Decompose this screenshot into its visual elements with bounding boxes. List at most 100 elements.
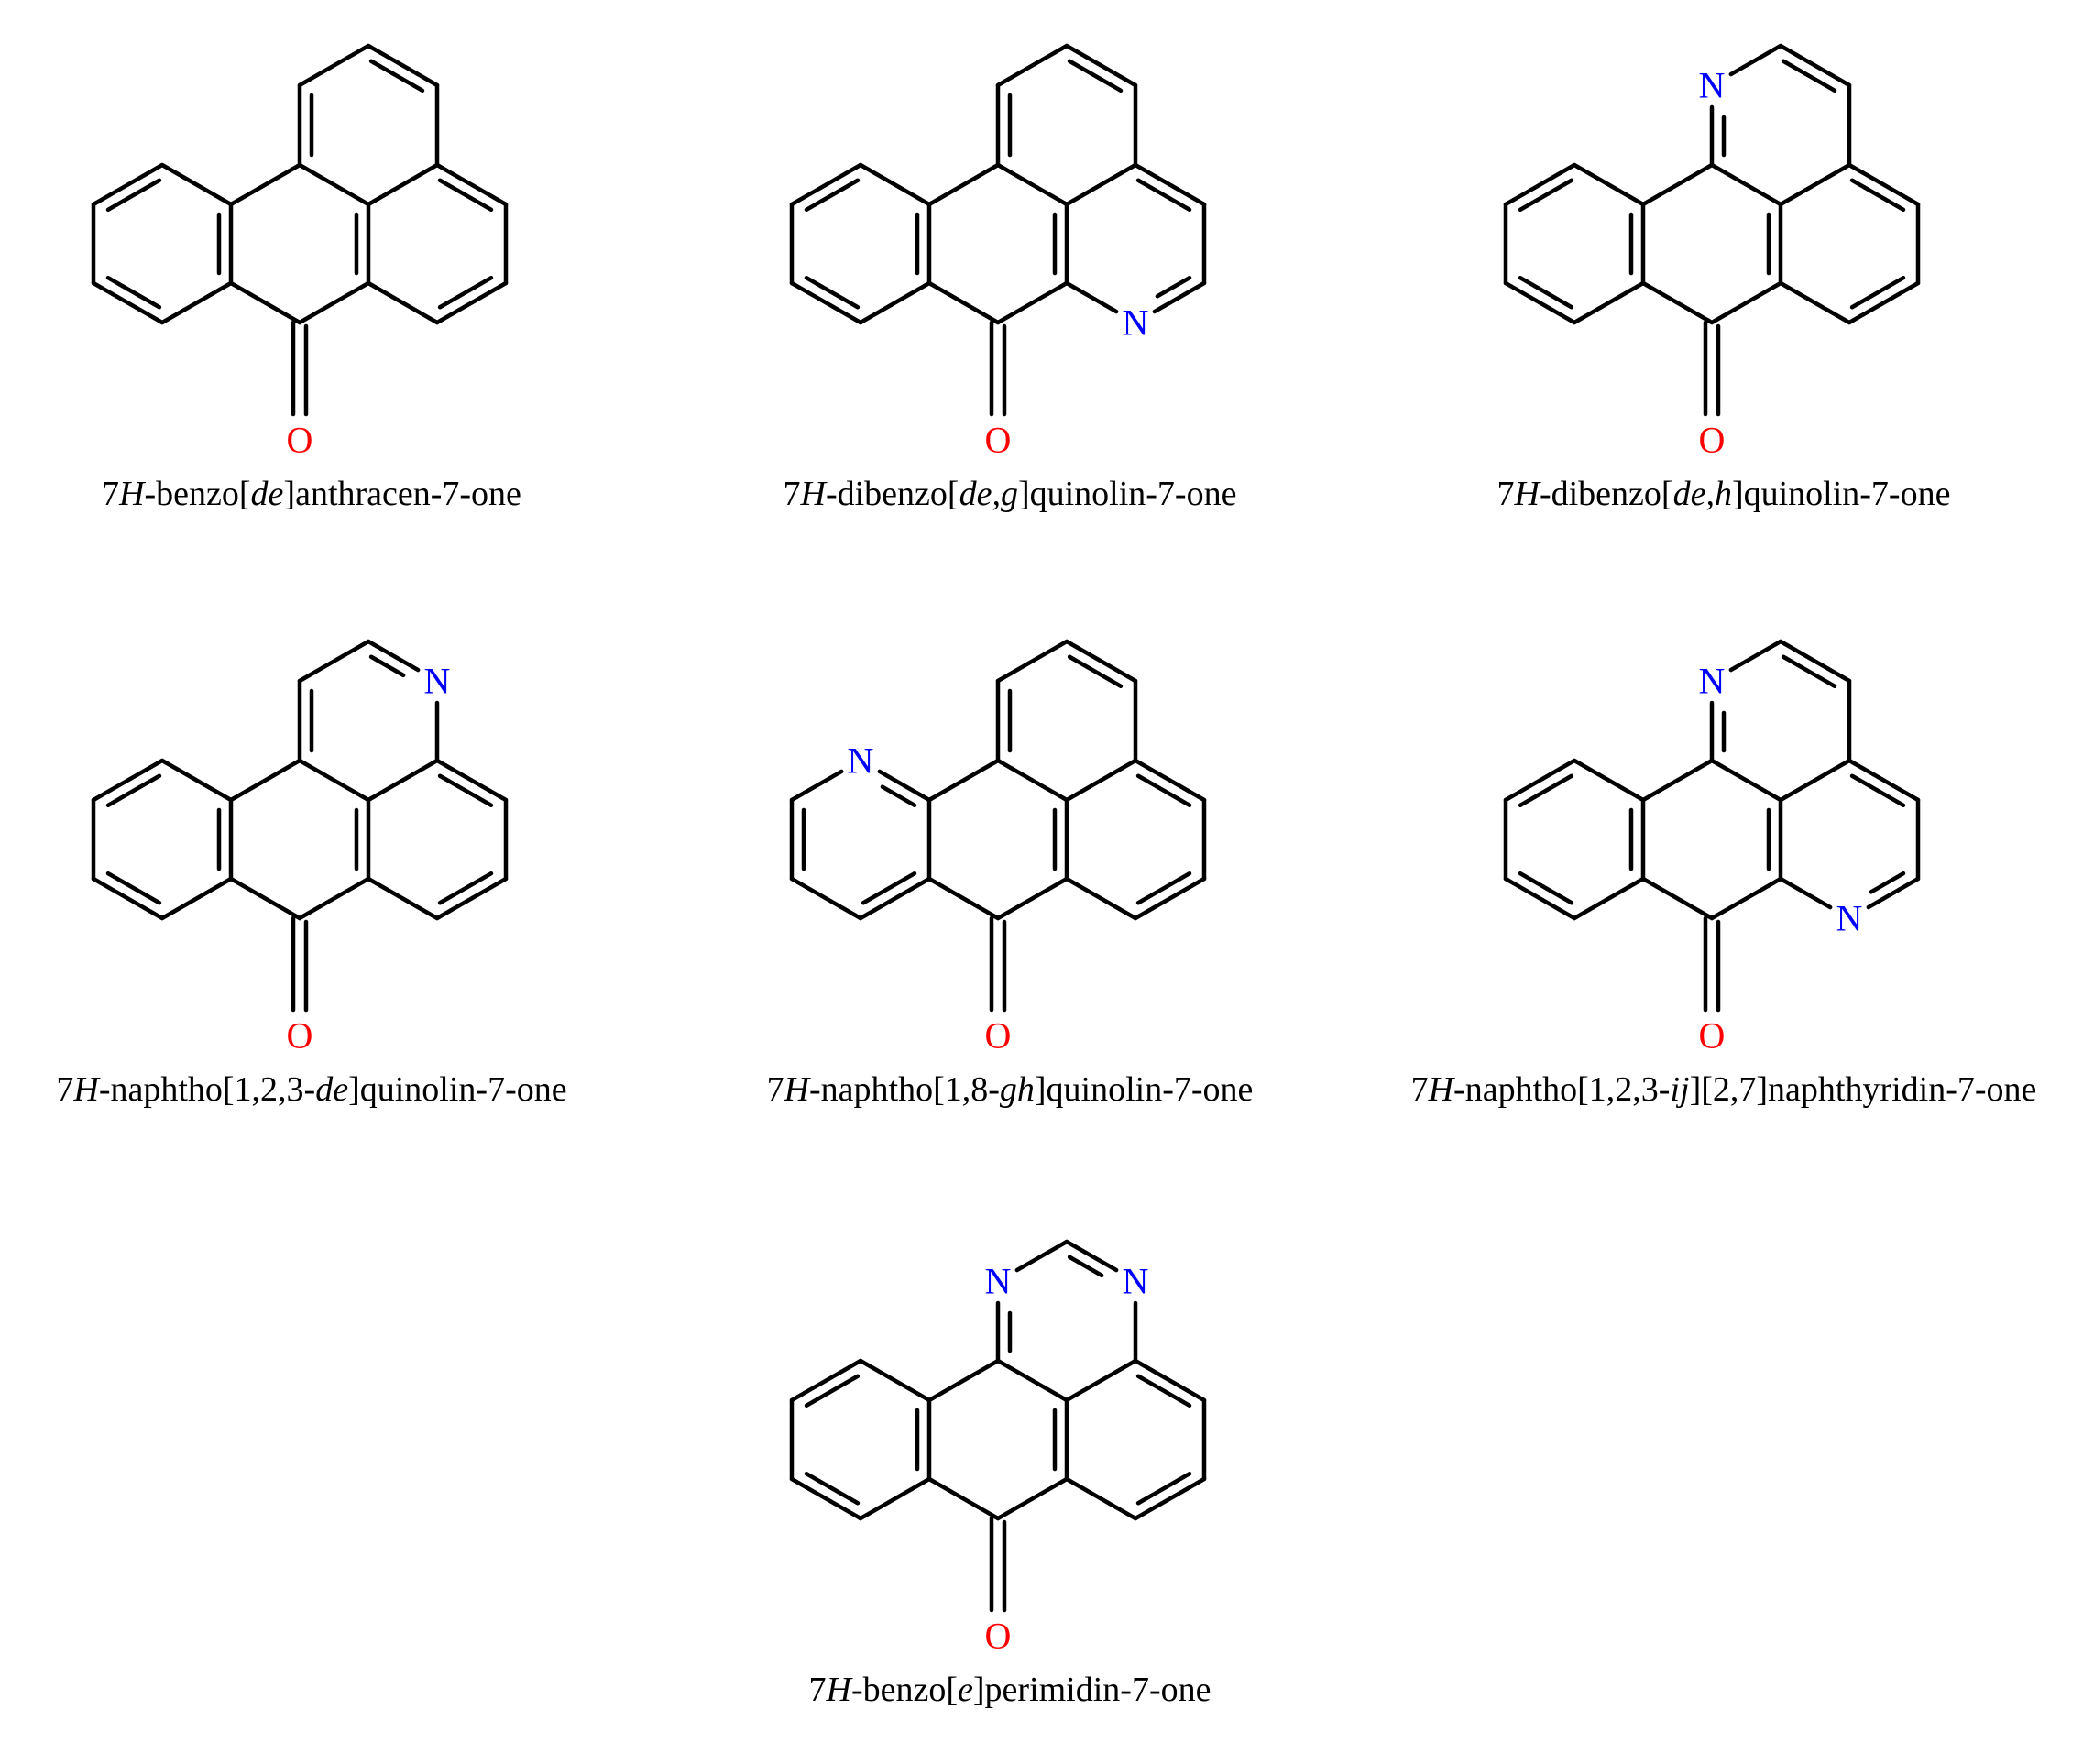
bond-13-inner — [368, 654, 406, 678]
molecule: ON — [789, 639, 1207, 1057]
bond-9 — [1709, 758, 1783, 803]
bond-18 — [434, 876, 509, 921]
structure-1: O — [91, 43, 509, 461]
bond-10 — [228, 758, 302, 803]
bond-16-inner — [437, 178, 494, 213]
bond-7 — [1709, 280, 1783, 325]
name-fragment: ]perimidin-7-one — [972, 1671, 1211, 1709]
name-fragment: H — [73, 1070, 99, 1109]
bond-15 — [1778, 758, 1852, 803]
name-fragment: H — [800, 475, 826, 513]
bond-4 — [159, 280, 234, 325]
nitrogen-atom: N — [424, 661, 451, 702]
bond-16 — [434, 758, 509, 803]
bond-13 — [366, 639, 421, 673]
bond-1 — [91, 162, 165, 207]
bond-9 — [995, 758, 1069, 803]
name-fragment: ]quinolin-7-one — [1731, 475, 1951, 513]
bond-18 — [1152, 280, 1207, 314]
bond-4 — [1572, 876, 1646, 921]
oxygen-atom: O — [1699, 1015, 1726, 1057]
bond-19 — [1064, 876, 1138, 921]
bond-13-inner — [1067, 1255, 1104, 1278]
bond-1 — [1503, 162, 1577, 207]
bond-18-inner — [1135, 1471, 1192, 1506]
structure-4: ON — [91, 639, 509, 1057]
compound-name-6: 7H-naphtho[1,2,3-ij][2,7]naphthyridin-7-… — [1376, 1072, 2072, 1107]
molecule: O — [91, 43, 509, 461]
bond-7 — [297, 876, 371, 921]
bond-19 — [1064, 280, 1119, 314]
bond-19 — [366, 280, 440, 325]
bond-13-inner — [368, 59, 425, 93]
bond-15 — [1064, 758, 1138, 803]
bond-3 — [91, 280, 165, 325]
bond-3 — [1503, 280, 1577, 325]
compound-name-7: 7H-benzo[e]perimidin-7-one — [662, 1672, 1358, 1707]
bond-0 — [159, 758, 234, 803]
molecule: O N N — [1503, 639, 1921, 1057]
oxygen-atom: O — [985, 420, 1012, 461]
bond-1 — [91, 758, 165, 803]
bond-1-inner — [1518, 773, 1574, 808]
bond-3 — [1503, 876, 1577, 921]
oxygen-atom: O — [287, 1015, 313, 1057]
bond-3 — [789, 1476, 863, 1521]
bond-13 — [1064, 1239, 1119, 1273]
bond-0 — [159, 162, 234, 207]
name-fragment: -naphtho[1,2,3- — [1453, 1070, 1671, 1109]
name-fragment: 7 — [102, 475, 120, 513]
nitrogen-atom: N — [1123, 1261, 1149, 1302]
bond-7 — [995, 876, 1069, 921]
bond-6 — [228, 876, 302, 921]
bond-7 — [297, 280, 371, 325]
bond-3 — [789, 280, 863, 325]
bond-3-inner — [804, 1471, 861, 1506]
compound-panel-1: O 7H-benzo[de]anthracen-7-one — [0, 0, 660, 568]
bond-13-inner — [1781, 59, 1837, 93]
name-fragment: -naphtho[1,2,3- — [98, 1070, 316, 1109]
bond-18 — [1847, 280, 1921, 325]
name-fragment: 7 — [1410, 1070, 1429, 1109]
name-fragment: de,g — [959, 475, 1018, 513]
nitrogen-atom: N — [1123, 302, 1149, 344]
bond-13 — [1064, 43, 1138, 88]
bond-16 — [1133, 162, 1207, 207]
name-fragment: H — [826, 1671, 851, 1709]
bond-3-inner — [1518, 275, 1574, 310]
bond-13-inner — [1067, 654, 1124, 689]
bond-0 — [1572, 162, 1646, 207]
name-fragment: H — [119, 475, 145, 513]
bond-1 — [789, 162, 863, 207]
nitrogen-atom: N — [1699, 65, 1726, 106]
structure-6: O N N — [1503, 639, 1921, 1057]
bond-12 — [1728, 639, 1783, 673]
oxygen-atom: O — [1699, 420, 1726, 461]
nitrogen-atom: N — [1699, 661, 1726, 702]
name-fragment: 7 — [1496, 475, 1515, 513]
bond-7 — [1709, 876, 1783, 921]
name-fragment: -dibenzo[ — [825, 475, 959, 513]
name-fragment: 7 — [783, 475, 801, 513]
bond-1 — [789, 1358, 863, 1403]
bond-13 — [366, 43, 440, 88]
bond-16-inner — [1135, 178, 1192, 213]
bond-1 — [1503, 758, 1577, 803]
bond-15 — [366, 162, 440, 207]
bond-16-inner — [437, 773, 494, 808]
name-fragment: ij — [1670, 1070, 1690, 1109]
nitrogen-atom: N — [1836, 898, 1863, 939]
name-fragment: 7 — [808, 1671, 827, 1709]
bond-19 — [1064, 1476, 1138, 1521]
bond-6 — [228, 280, 302, 325]
molecule: ON — [1503, 43, 1921, 461]
bond-12 — [1014, 1239, 1069, 1273]
bond-13 — [1064, 639, 1138, 684]
bond-6 — [926, 1476, 1001, 1521]
bond-2-inner — [861, 871, 917, 905]
bond-4 — [159, 876, 234, 921]
bond-0-inner — [880, 784, 917, 808]
